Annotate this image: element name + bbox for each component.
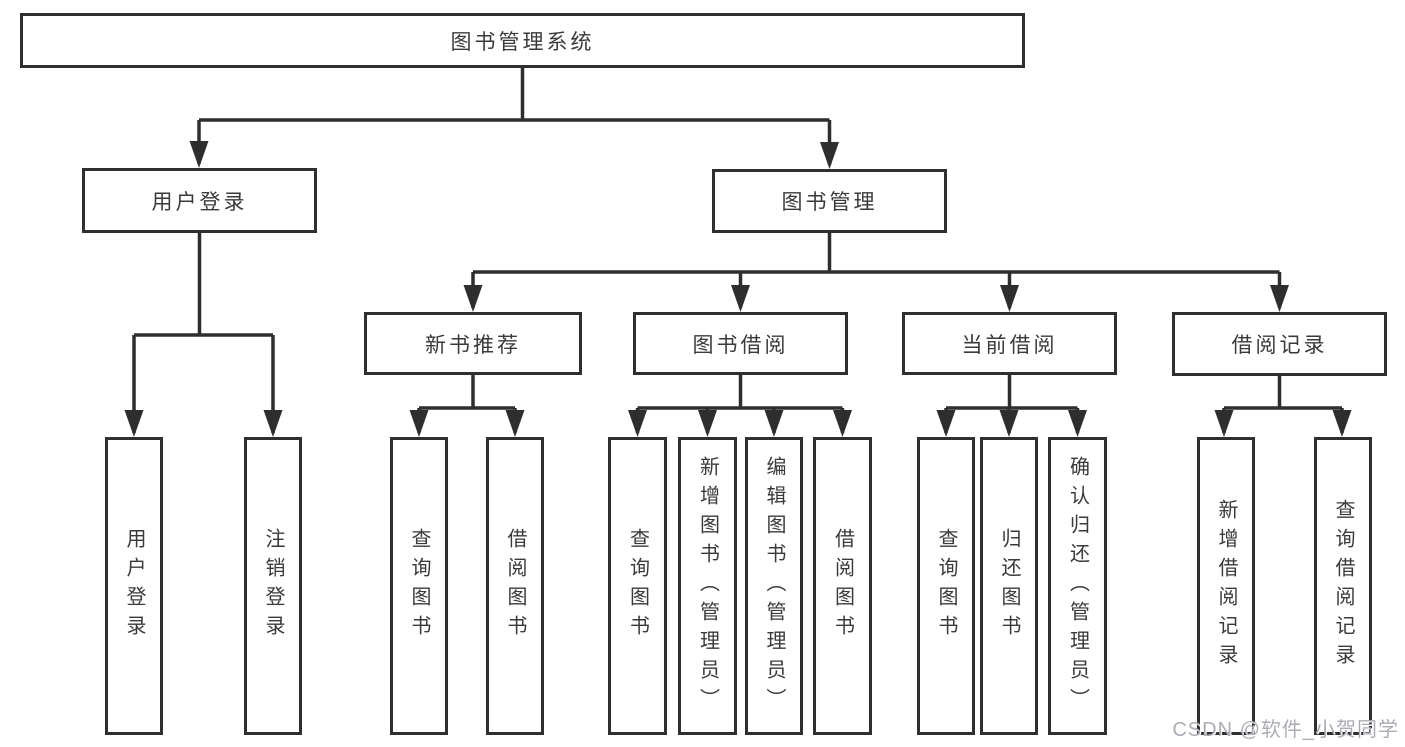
- leaf-user-login: 用户登录: [105, 437, 163, 735]
- node-label: 借阅图书: [504, 528, 526, 644]
- node-label: 查询图书: [408, 528, 430, 644]
- node-library-system: 图书管理系统: [20, 13, 1025, 68]
- node-label: 查询借阅记录: [1332, 499, 1354, 673]
- node-label: 当前借阅: [961, 333, 1058, 357]
- leaf-borrowing-query-books: 查询图书: [608, 437, 667, 735]
- node-label: 新书推荐: [425, 333, 521, 357]
- node-borrowing-records: 借阅记录: [1172, 312, 1387, 376]
- leaf-logout: 注销登录: [244, 437, 302, 735]
- node-label: 注销登录: [262, 528, 284, 644]
- leaf-current-confirm-return-admin: 确认归还（管理员）: [1048, 437, 1107, 735]
- node-new-book-recommend: 新书推荐: [364, 312, 582, 375]
- node-label: 查询图书: [626, 528, 649, 644]
- node-label: 确认归还（管理员）: [1066, 455, 1089, 717]
- node-book-borrowing: 图书借阅: [633, 312, 848, 375]
- leaf-borrowing-add-books-admin: 新增图书（管理员）: [678, 437, 737, 735]
- node-label: 借阅图书: [831, 528, 854, 644]
- node-label: 用户登录: [151, 190, 248, 214]
- node-label: 编辑图书（管理员）: [763, 455, 785, 717]
- leaf-records-query-borrow-record: 查询借阅记录: [1314, 437, 1372, 735]
- leaf-records-add-borrow-record: 新增借阅记录: [1197, 437, 1255, 735]
- node-label: 图书借阅: [692, 333, 789, 357]
- node-label: 归还图书: [998, 528, 1020, 644]
- node-book-management: 图书管理: [712, 169, 947, 233]
- node-label: 新增图书（管理员）: [696, 455, 719, 717]
- leaf-newbook-query-books: 查询图书: [390, 437, 448, 735]
- leaf-borrowing-borrow-books: 借阅图书: [813, 437, 872, 735]
- csdn-watermark: CSDN @软件_小贺同学: [1172, 719, 1399, 741]
- leaf-current-query-books: 查询图书: [917, 437, 975, 735]
- leaf-newbook-borrow-books: 借阅图书: [486, 437, 544, 735]
- node-label: 图书管理系统: [450, 30, 595, 54]
- node-current-borrowing: 当前借阅: [902, 312, 1117, 375]
- leaf-current-return-books: 归还图书: [980, 437, 1038, 735]
- node-user-login: 用户登录: [82, 168, 317, 233]
- node-label: 新增借阅记录: [1215, 499, 1237, 673]
- leaf-borrowing-edit-books-admin: 编辑图书（管理员）: [745, 437, 803, 735]
- node-label: 图书管理: [781, 191, 878, 214]
- node-label: 借阅记录: [1231, 334, 1328, 357]
- node-label: 用户登录: [123, 528, 145, 644]
- node-label: 查询图书: [935, 528, 957, 644]
